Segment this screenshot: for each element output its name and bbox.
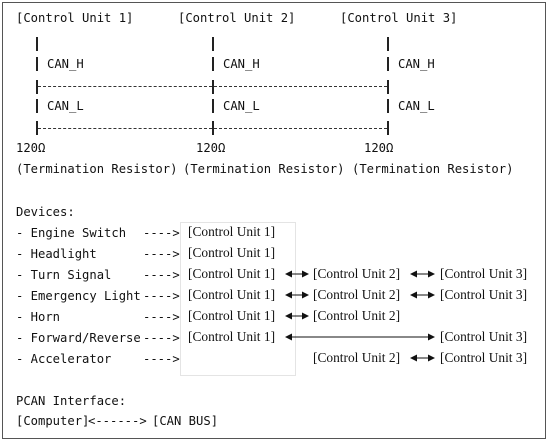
accelerator-target-unit-2: [Control Unit 2]: [313, 350, 401, 365]
resistor-value-3: 120Ω: [364, 141, 394, 155]
headlight-target-unit-1: [Control Unit 1]: [188, 245, 276, 260]
resistor-value-1: 120Ω: [16, 141, 46, 155]
can-h-label-3: CAN_H: [398, 57, 435, 71]
resistor-label-3: (Termination Resistor): [352, 162, 514, 176]
unit-1-drop-line: [36, 37, 38, 51]
accelerator-target-unit-3: [Control Unit 3]: [440, 350, 528, 365]
control-unit-3-header: [Control Unit 3]: [340, 11, 458, 25]
can-l-bus-segment-2: [214, 128, 387, 129]
unit-3-can-h-tap: [387, 57, 389, 71]
unit-3-can-l-tap: [387, 99, 389, 113]
control-unit-2-header: [Control Unit 2]: [178, 11, 296, 25]
device-forward-reverse: - Forward/Reverse: [16, 331, 141, 345]
control-unit-1-column-box: [180, 222, 296, 376]
device-arrow-forward-reverse: ---->: [143, 331, 180, 345]
unit-1-bottom-line: [36, 121, 38, 135]
unit-3-mid-line: [387, 80, 389, 94]
device-arrow-accelerator: ---->: [143, 352, 180, 366]
device-arrow-horn: ---->: [143, 310, 180, 324]
unit-2-mid-line: [212, 80, 214, 94]
control-unit-1-header: [Control Unit 1]: [16, 11, 134, 25]
can-l-label-3: CAN_L: [398, 99, 435, 113]
emergency-light-target-unit-3: [Control Unit 3]: [440, 287, 528, 302]
device-emergency-light: - Emergency Light: [16, 289, 141, 303]
engine-switch-target-unit-1: [Control Unit 1]: [188, 224, 276, 239]
device-arrow-turn-signal: ---->: [143, 268, 180, 282]
horn-target-unit-1: [Control Unit 1]: [188, 308, 276, 323]
emergency-light-target-unit-1: [Control Unit 1]: [188, 287, 276, 302]
unit-2-can-l-tap: [212, 99, 214, 113]
unit-2-bottom-line: [212, 121, 214, 135]
forward-reverse-target-unit-1: [Control Unit 1]: [188, 329, 276, 344]
turn-signal-target-unit-3: [Control Unit 3]: [440, 266, 528, 281]
device-arrow-emergency-light: ---->: [143, 289, 180, 303]
device-arrow-engine-switch: ---->: [143, 226, 180, 240]
can-h-bus-segment-1: [38, 86, 212, 87]
can-l-bus-segment-1: [38, 128, 212, 129]
forward-reverse-target-unit-3: [Control Unit 3]: [440, 329, 528, 344]
can-h-bus-segment-2: [214, 86, 387, 87]
device-arrow-headlight: ---->: [143, 247, 180, 261]
turn-signal-target-unit-2: [Control Unit 2]: [313, 266, 401, 281]
unit-3-drop-line: [387, 37, 389, 51]
device-accelerator: - Accelerator: [16, 352, 112, 366]
pcan-can-bus: [CAN BUS]: [152, 414, 219, 428]
unit-1-can-l-tap: [36, 99, 38, 113]
unit-2-can-h-tap: [212, 57, 214, 71]
pcan-heading: PCAN Interface:: [16, 394, 127, 408]
can-h-label-1: CAN_H: [47, 57, 84, 71]
pcan-computer: [Computer]: [16, 414, 90, 428]
resistor-value-2: 120Ω: [196, 141, 226, 155]
resistor-label-2: (Termination Resistor): [183, 162, 345, 176]
resistor-label-1: (Termination Resistor): [16, 162, 178, 176]
can-l-label-1: CAN_L: [47, 99, 84, 113]
emergency-light-target-unit-2: [Control Unit 2]: [313, 287, 401, 302]
turn-signal-target-unit-1: [Control Unit 1]: [188, 266, 276, 281]
pcan-link: <------>: [88, 414, 147, 428]
can-h-label-2: CAN_H: [223, 57, 260, 71]
unit-3-bottom-line: [387, 121, 389, 135]
horn-target-unit-2: [Control Unit 2]: [313, 308, 401, 323]
unit-1-can-h-tap: [36, 57, 38, 71]
can-l-label-2: CAN_L: [223, 99, 260, 113]
device-engine-switch: - Engine Switch: [16, 226, 127, 240]
device-headlight: - Headlight: [16, 247, 97, 261]
unit-2-drop-line: [212, 37, 214, 51]
unit-1-mid-line: [36, 80, 38, 94]
device-horn: - Horn: [16, 310, 61, 324]
devices-heading: Devices:: [16, 205, 75, 219]
device-turn-signal: - Turn Signal: [16, 268, 112, 282]
